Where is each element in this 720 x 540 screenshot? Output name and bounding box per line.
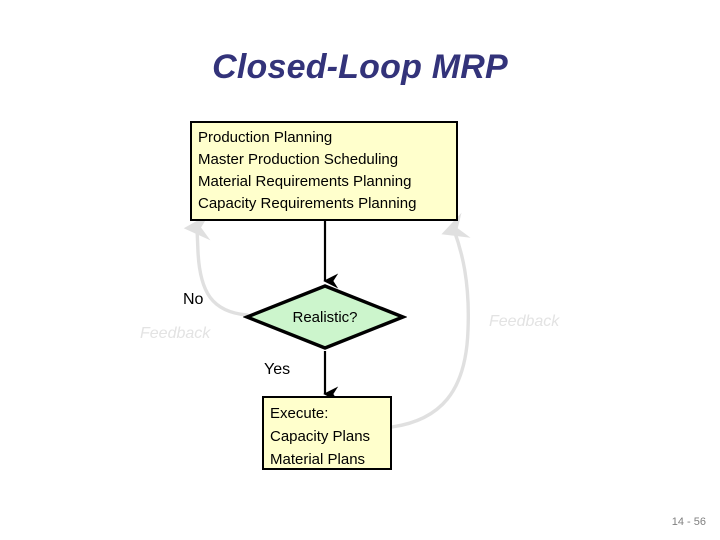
execute-line-3: Material Plans [270,451,366,468]
decision-label: Realistic? [292,308,358,326]
execute-line-2: Capacity Plans [270,428,371,445]
planning-line-1: Production Planning [198,129,333,146]
planning-line-2: Master Production Scheduling [198,151,399,168]
page-number: 14 - 56 [671,516,706,528]
execute-line-1: Execute: [270,405,329,422]
no-feedback-arrow [183,213,249,317]
diamond-shape-icon [242,284,408,350]
feedback-label-left: Feedback [140,325,211,342]
decision-diamond-realistic[interactable]: Realistic? [242,283,408,351]
feedback-label-right: Feedback [489,313,560,330]
planning-line-4: Capacity Requirements Planning [198,195,417,212]
planning-line-3: Material Requirements Planning [198,173,412,190]
edge-label-yes: Yes [264,361,291,378]
process-box-execute[interactable]: Execute: Capacity Plans Material Plans [262,396,392,470]
edge-label-no: No [183,291,204,308]
page-title: Closed-Loop MRP [212,48,508,86]
execute-feedback-arrow [390,212,471,429]
process-box-planning[interactable]: Production Planning Master Production Sc… [190,121,458,221]
